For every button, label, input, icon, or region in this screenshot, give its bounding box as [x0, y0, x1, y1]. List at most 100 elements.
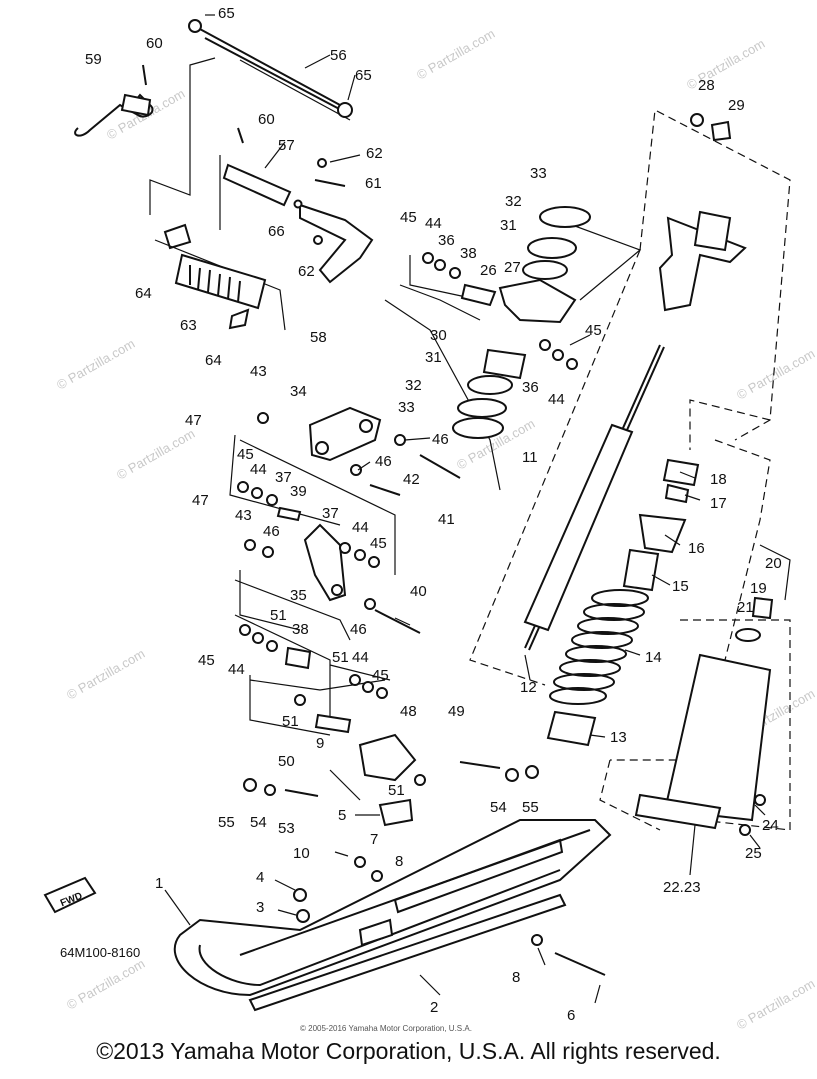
part-label-47b: 47	[192, 492, 209, 509]
watermark: © Partzilla.com	[64, 956, 147, 1013]
pin-60b	[237, 127, 244, 144]
part-label-31b: 31	[425, 349, 442, 366]
leader-lines	[164, 14, 766, 1004]
ski-1	[43, 819, 612, 1012]
watermark: © Partzilla.com	[64, 646, 147, 703]
part-label-33b: 33	[398, 399, 415, 416]
part-label-2: 2	[430, 999, 438, 1016]
part-label-46c: 46	[263, 523, 280, 540]
part-label-46b: 46	[375, 453, 392, 470]
part-label-50: 50	[278, 753, 295, 770]
bolt-40	[374, 609, 421, 634]
shock-body	[523, 423, 634, 632]
part-label-44d: 44	[352, 519, 369, 536]
bolt-29	[710, 120, 732, 142]
part-label-37b: 37	[322, 505, 339, 522]
part-label-55b: 55	[218, 814, 235, 831]
part-label-15: 15	[672, 578, 689, 595]
watermark: © Partzilla.com	[684, 36, 767, 93]
collar-38	[284, 646, 312, 670]
part-label-16: 16	[688, 540, 705, 557]
part-label-26: 26	[480, 262, 497, 279]
washer-62	[317, 158, 327, 168]
ski-body	[173, 819, 612, 997]
part-label-17: 17	[710, 495, 727, 512]
part-label-44: 44	[425, 215, 442, 232]
part-label-63: 63	[180, 317, 197, 334]
part-label-62b: 62	[298, 263, 315, 280]
watermark-layer: © Partzilla.com © Partzilla.com © Partzi…	[54, 26, 817, 1033]
front-arm-shaft-assembly	[74, 19, 374, 330]
part-label-66: 66	[268, 223, 285, 240]
part-label-55: 55	[522, 799, 539, 816]
part-label-51d: 51	[388, 782, 405, 799]
seal-32	[527, 237, 577, 259]
seal-33	[539, 206, 591, 228]
part-label-30: 30	[430, 327, 447, 344]
part-label-51c: 51	[282, 713, 299, 730]
part-label-36b: 36	[522, 379, 539, 396]
watermark: © Partzilla.com	[734, 976, 817, 1033]
seal-31b	[467, 375, 513, 395]
part-label-27: 27	[504, 259, 521, 276]
retainer-13	[546, 710, 597, 747]
bump-15	[622, 548, 660, 592]
bracket-27	[498, 278, 577, 324]
part-label-42: 42	[403, 471, 420, 488]
part-label-29: 29	[728, 97, 745, 114]
ring-66	[293, 199, 303, 209]
part-label-45: 45	[400, 209, 417, 226]
runner-2	[248, 893, 567, 1012]
spring-14	[549, 589, 649, 705]
part-label-48: 48	[400, 703, 417, 720]
bolt-53	[284, 789, 319, 797]
part-label-28: 28	[698, 77, 715, 94]
part-label-64b: 64	[205, 352, 222, 369]
bolt-6	[554, 952, 606, 976]
part-label-31: 31	[500, 217, 517, 234]
part-label-24: 24	[762, 817, 779, 834]
part-label-51: 51	[270, 607, 287, 624]
arm-58	[299, 203, 374, 284]
part-label-57: 57	[278, 137, 295, 154]
part-label-45d: 45	[370, 535, 387, 552]
copyright-footer: ©2013 Yamaha Motor Corporation, U.S.A. A…	[96, 1038, 721, 1064]
grip-63	[174, 253, 267, 310]
part-label-7: 7	[370, 831, 378, 848]
part-label-61: 61	[365, 175, 382, 192]
part-label-46: 46	[432, 431, 449, 448]
part-label-13: 13	[610, 729, 627, 746]
part-label-20: 20	[765, 555, 782, 572]
part-label-44e: 44	[228, 661, 245, 678]
washers-bushings	[237, 113, 766, 946]
part-label-62: 62	[366, 145, 383, 162]
part-label-8: 8	[395, 853, 403, 870]
part-label-36: 36	[438, 232, 455, 249]
part-label-45c: 45	[237, 446, 254, 463]
part-label-11: 11	[522, 449, 538, 466]
part-label-9: 9	[316, 735, 324, 752]
part-label-51b: 51	[332, 649, 349, 666]
collar-26	[460, 283, 497, 307]
washer-62b	[313, 235, 323, 245]
collar-39	[276, 506, 302, 522]
part-label-45f: 45	[372, 667, 389, 684]
part-label-10: 10	[293, 845, 310, 862]
rubber-17	[664, 483, 690, 504]
part-label-21: 21	[737, 599, 754, 616]
fwd-arrow-icon	[43, 876, 97, 914]
part-label-32b: 32	[405, 377, 422, 394]
collar-9	[314, 713, 352, 734]
part-label-33: 33	[530, 165, 547, 182]
part-label-39: 39	[290, 483, 307, 500]
part-label-37: 37	[275, 469, 292, 486]
part-label-12: 12	[520, 679, 537, 696]
part-label-43: 43	[250, 363, 267, 380]
part-label-40: 40	[410, 583, 427, 600]
group-outlines	[469, 109, 791, 831]
bolt-42	[369, 484, 401, 496]
small-copyright: © 2005-2016 Yamaha Motor Corporation, U.…	[300, 1024, 472, 1033]
part-label-22-23: 22.23	[663, 879, 701, 896]
